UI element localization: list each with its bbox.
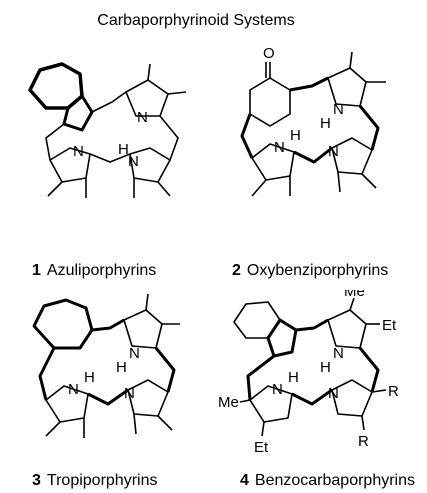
substituent-r-label: R <box>358 433 369 450</box>
atom-h-label: H <box>288 369 299 386</box>
atom-h-label: H <box>118 141 129 158</box>
atom-n-label: N <box>333 101 344 118</box>
atom-n-label: N <box>129 345 140 362</box>
atom-h-label: H <box>290 127 301 144</box>
atom-o-label: O <box>263 45 275 62</box>
structure-tropiporphyrin: N H H N N <box>32 293 180 438</box>
compound-name: Azuliporphyrins <box>46 262 157 279</box>
compound-name: Oxybenziporphyrins <box>246 262 389 279</box>
atom-h-label: H <box>84 369 95 386</box>
compound-number: 3 <box>32 472 41 489</box>
structure-azuliporphyrin: N N H N <box>28 62 187 198</box>
compound-number: 4 <box>240 472 249 489</box>
substituent-et-label: Et <box>382 317 397 334</box>
figure-title: Carbaporphyrinoid Systems <box>97 12 295 29</box>
atom-n-label: N <box>328 385 339 402</box>
atom-n-label: N <box>333 345 344 362</box>
structure-benzocarbaporphyrin: Me Et R R Me Et N H H N N <box>218 290 399 456</box>
compound-name: Tropiporphyrins <box>46 472 158 489</box>
compound-number: 1 <box>32 262 41 279</box>
atom-n-label: N <box>272 381 283 398</box>
atom-n-label: N <box>128 153 139 170</box>
structure-oxybenziporphyrin: O N H H N N <box>240 45 386 197</box>
atom-n-label: N <box>137 109 148 126</box>
substituent-et-label: Et <box>254 439 269 456</box>
caption-compound-4: 4 Benzocarbaporphyrins <box>240 472 415 490</box>
compound-number: 2 <box>232 262 241 279</box>
caption-compound-3: 3 Tropiporphyrins <box>32 472 157 490</box>
atom-n-label: N <box>73 143 84 160</box>
caption-compound-1: 1 Azuliporphyrins <box>32 262 156 280</box>
atom-h-label: H <box>320 115 331 132</box>
substituent-r-label: R <box>388 383 399 400</box>
substituent-me-label: Me <box>218 394 239 411</box>
atom-n-label: N <box>328 143 339 160</box>
caption-compound-2: 2 Oxybenziporphyrins <box>232 262 388 280</box>
atom-n-label: N <box>124 385 135 402</box>
substituent-me-label: Me <box>344 290 365 300</box>
atom-n-label: N <box>68 381 79 398</box>
atom-h-label: H <box>320 359 331 376</box>
compound-name: Benzocarbaporphyrins <box>254 472 415 489</box>
atom-h-label: H <box>116 359 127 376</box>
atom-n-label: N <box>274 139 285 156</box>
